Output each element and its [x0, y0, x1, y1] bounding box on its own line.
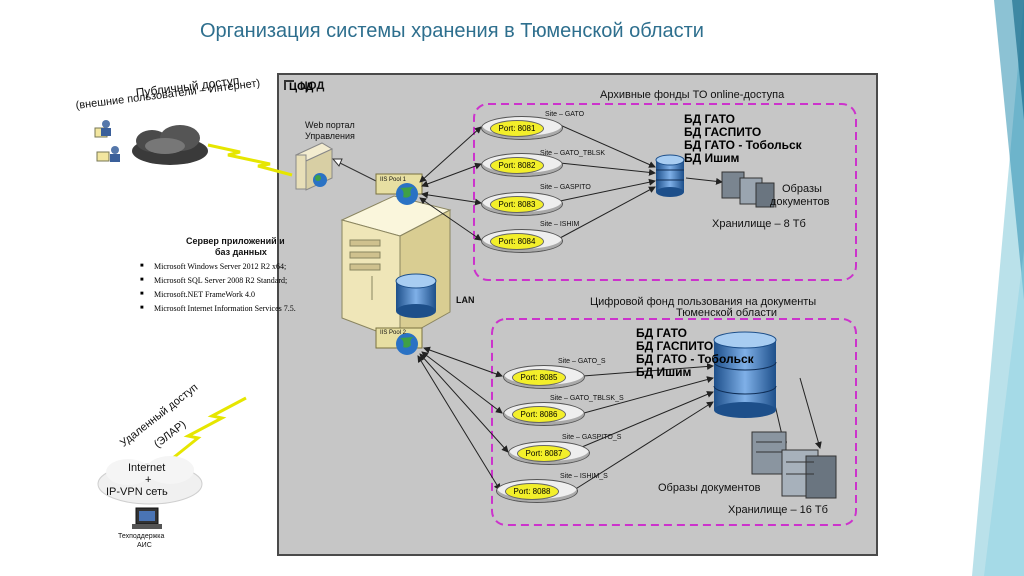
db-name: БД ГАСПИТО — [636, 339, 714, 353]
archive-images-sublabel: документов — [770, 196, 830, 208]
web-portal-sublabel: Управления — [305, 131, 355, 141]
lan-label: LAN — [456, 295, 475, 305]
port-node: Port: 8085 — [503, 365, 585, 389]
list-item: Microsoft Internet Information Services … — [140, 304, 296, 313]
cloud-icon — [132, 125, 208, 165]
iis-pool-2-icon — [375, 327, 423, 355]
list-item: Microsoft SQL Server 2008 R2 Standard; — [140, 276, 296, 285]
archive-storage-icon — [721, 171, 775, 208]
port-label: Port: 8081 — [490, 120, 544, 137]
port-label: Port: 8083 — [490, 196, 544, 213]
port-node: Port: 8081 — [481, 116, 563, 140]
digital-storage-label: Хранилище – 16 Тб — [728, 504, 828, 516]
port-label: Port: 8085 — [512, 369, 566, 386]
server-database-icon — [395, 273, 437, 318]
db-name: БД ГАТО — [684, 112, 735, 126]
cod-title: ЦОД — [300, 80, 325, 92]
support-computer-icon — [132, 507, 162, 529]
iis-pool-2-label: IIS Pool 2 — [380, 330, 407, 336]
db-name: БД ГАТО — [636, 326, 687, 340]
archive-storage-label: Хранилище – 8 Тб — [712, 218, 806, 230]
page-title: Организация системы хранения в Тюменской… — [200, 20, 704, 42]
db-name: БД Ишим — [636, 365, 692, 379]
db-name: БД Ишим — [684, 151, 740, 165]
site-label: Site – GATO_TBLSK — [540, 150, 606, 157]
data-center-frame: ЦОД — [277, 73, 878, 556]
port-node: Port: 8082 — [481, 153, 563, 177]
port-node: Port: 8088 — [496, 479, 578, 503]
port-label: Port: 8084 — [490, 233, 544, 250]
users-icon — [94, 120, 120, 162]
port-label: Port: 8088 — [505, 483, 559, 500]
internet-plus: + — [145, 474, 152, 486]
digital-group-title: Цифровой фонд пользования на документы — [590, 296, 817, 308]
site-label: Site – ISHIM_S — [560, 473, 608, 480]
list-item: Microsoft.NET FrameWork 4.0 — [140, 290, 296, 299]
data-center-label: ЦОД — [289, 81, 314, 93]
site-label: Site – GASPITO — [540, 184, 591, 191]
web-portal-server-icon — [294, 142, 334, 191]
archive-connectors — [419, 124, 723, 241]
iis-pool-1-icon — [375, 173, 423, 205]
lightning-icon — [207, 143, 293, 177]
internet-label: Internet — [128, 462, 166, 474]
digital-connectors — [417, 346, 822, 491]
site-label: Site – GASPITO_S — [562, 434, 622, 441]
app-server-subtitle: баз данных — [215, 247, 267, 257]
port-node: Port: 8084 — [481, 229, 563, 253]
digital-images-label: Образы документов — [658, 482, 761, 494]
vpn-label: IP-VPN сеть — [106, 486, 168, 498]
digital-group-subtitle: Тюменской области — [676, 307, 778, 319]
corner-mark — [284, 80, 294, 90]
digital-db-list: БД ГАТО БД ГАСПИТО БД ГАТО - Тобольск БД… — [636, 327, 754, 379]
decorative-triangles — [972, 0, 1024, 576]
app-server-software-list: Microsoft Windows Server 2012 R2 x64; Mi… — [140, 262, 296, 318]
port-node: Port: 8083 — [481, 192, 563, 216]
port-node: Port: 8086 — [503, 402, 585, 426]
archive-db-list: БД ГАТО БД ГАСПИТО БД ГАТО - Тобольск БД… — [684, 113, 802, 165]
support-sublabel: АИС — [137, 542, 152, 549]
db-name: БД ГАСПИТО — [684, 125, 762, 139]
port-label: Port: 8087 — [517, 445, 571, 462]
app-server-title: Сервер приложений и — [186, 236, 285, 246]
support-label: Техподдержка — [118, 533, 165, 540]
digital-database-icon — [713, 331, 777, 418]
site-label: Site – GATO_S — [558, 358, 606, 365]
db-name: БД ГАТО - Тобольск — [684, 138, 802, 152]
site-label: Site – ISHIM — [540, 221, 580, 228]
port-node: Port: 8087 — [508, 441, 590, 465]
archive-group-title: Архивные фонды ТО online-доступа — [600, 89, 785, 101]
iis-pool-1-label: IIS Pool 1 — [380, 177, 407, 183]
port-label: Port: 8082 — [490, 157, 544, 174]
db-name: БД ГАТО - Тобольск — [636, 352, 754, 366]
port-label: Port: 8086 — [512, 406, 566, 423]
internet-cloud-icon — [97, 456, 203, 505]
site-label: Site – GATO_TBLSK_S — [550, 395, 624, 402]
list-item: Microsoft Windows Server 2012 R2 x64; — [140, 262, 296, 271]
archive-database-icon — [655, 154, 685, 197]
app-server-icon — [340, 195, 452, 341]
archive-images-label: Образы — [782, 183, 822, 195]
digital-storage-icon — [751, 431, 837, 499]
site-label: Site – GATO — [545, 111, 585, 118]
web-portal-label: Web портал — [305, 120, 355, 130]
lightning-icon — [167, 396, 247, 464]
